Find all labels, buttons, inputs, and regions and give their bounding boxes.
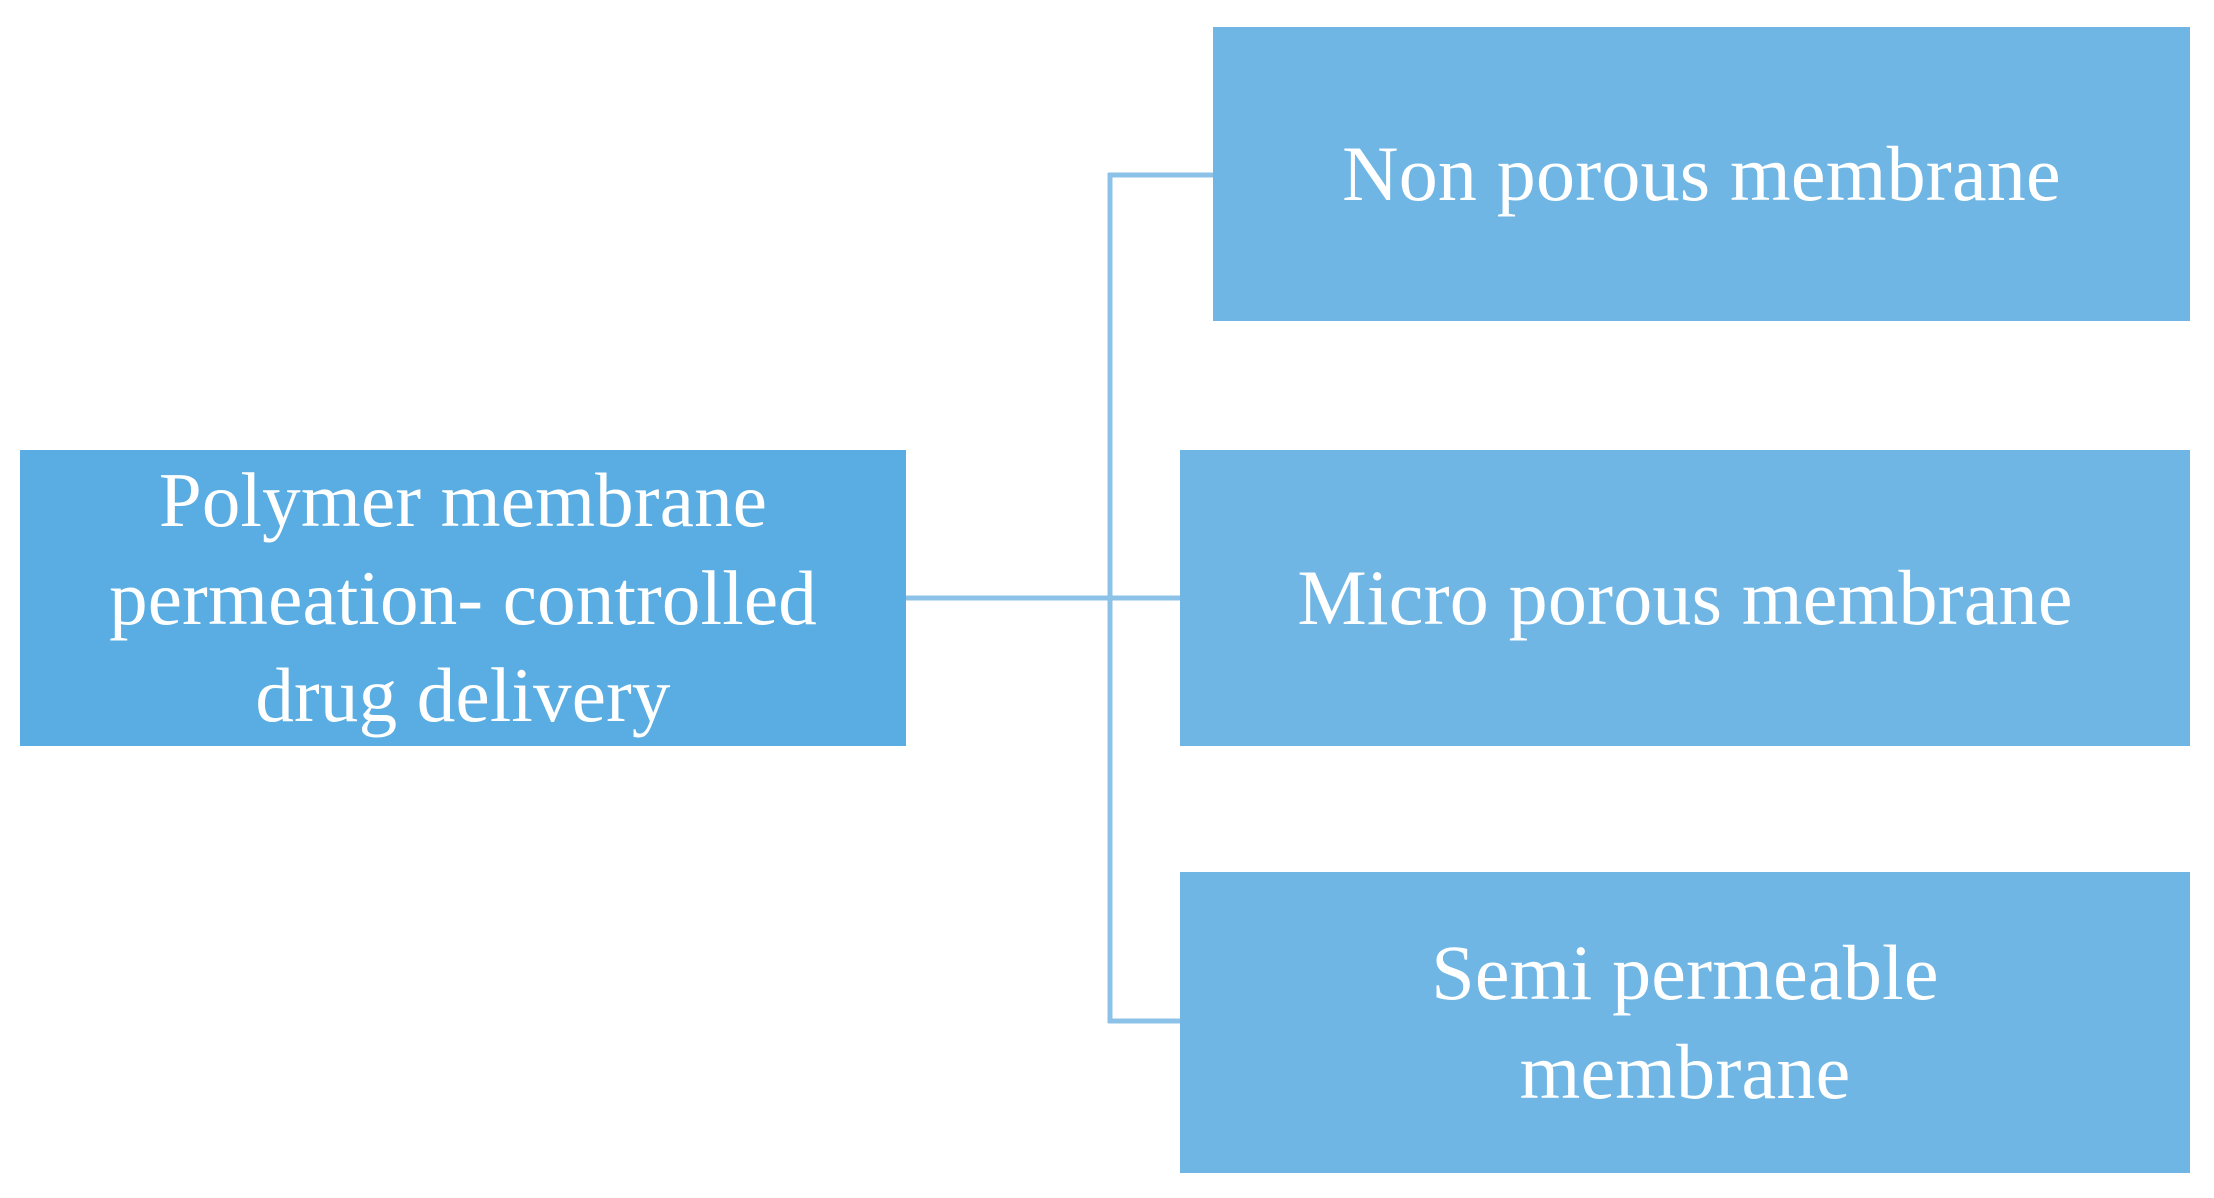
node-semi-permeable-membrane-label-line-1: Semi permeable [1431,929,1939,1017]
node-root-label-line-2: permeation- controlled [109,554,817,641]
node-root-label-line-1: Polymer membrane [158,457,768,544]
node-semi-permeable-membrane-label-line-2: membrane [1519,1027,1851,1115]
node-root-label: Polymer membrane permeation- controlled … [30,452,896,743]
node-semi-permeable-membrane[interactable]: Semi permeable membrane [1180,872,2190,1173]
node-non-porous-membrane[interactable]: Non porous membrane [1213,27,2190,321]
node-non-porous-membrane-label: Non porous membrane [1342,129,2061,217]
node-micro-porous-membrane-label: Micro porous membrane [1297,553,2073,641]
node-root-label-line-3: drug delivery [255,651,671,738]
node-semi-permeable-membrane-label: Semi permeable membrane [1190,924,2180,1121]
node-polymer-membrane-permeation-controlled-drug-delivery[interactable]: Polymer membrane permeation- controlled … [20,450,906,746]
node-micro-porous-membrane[interactable]: Micro porous membrane [1180,450,2190,746]
